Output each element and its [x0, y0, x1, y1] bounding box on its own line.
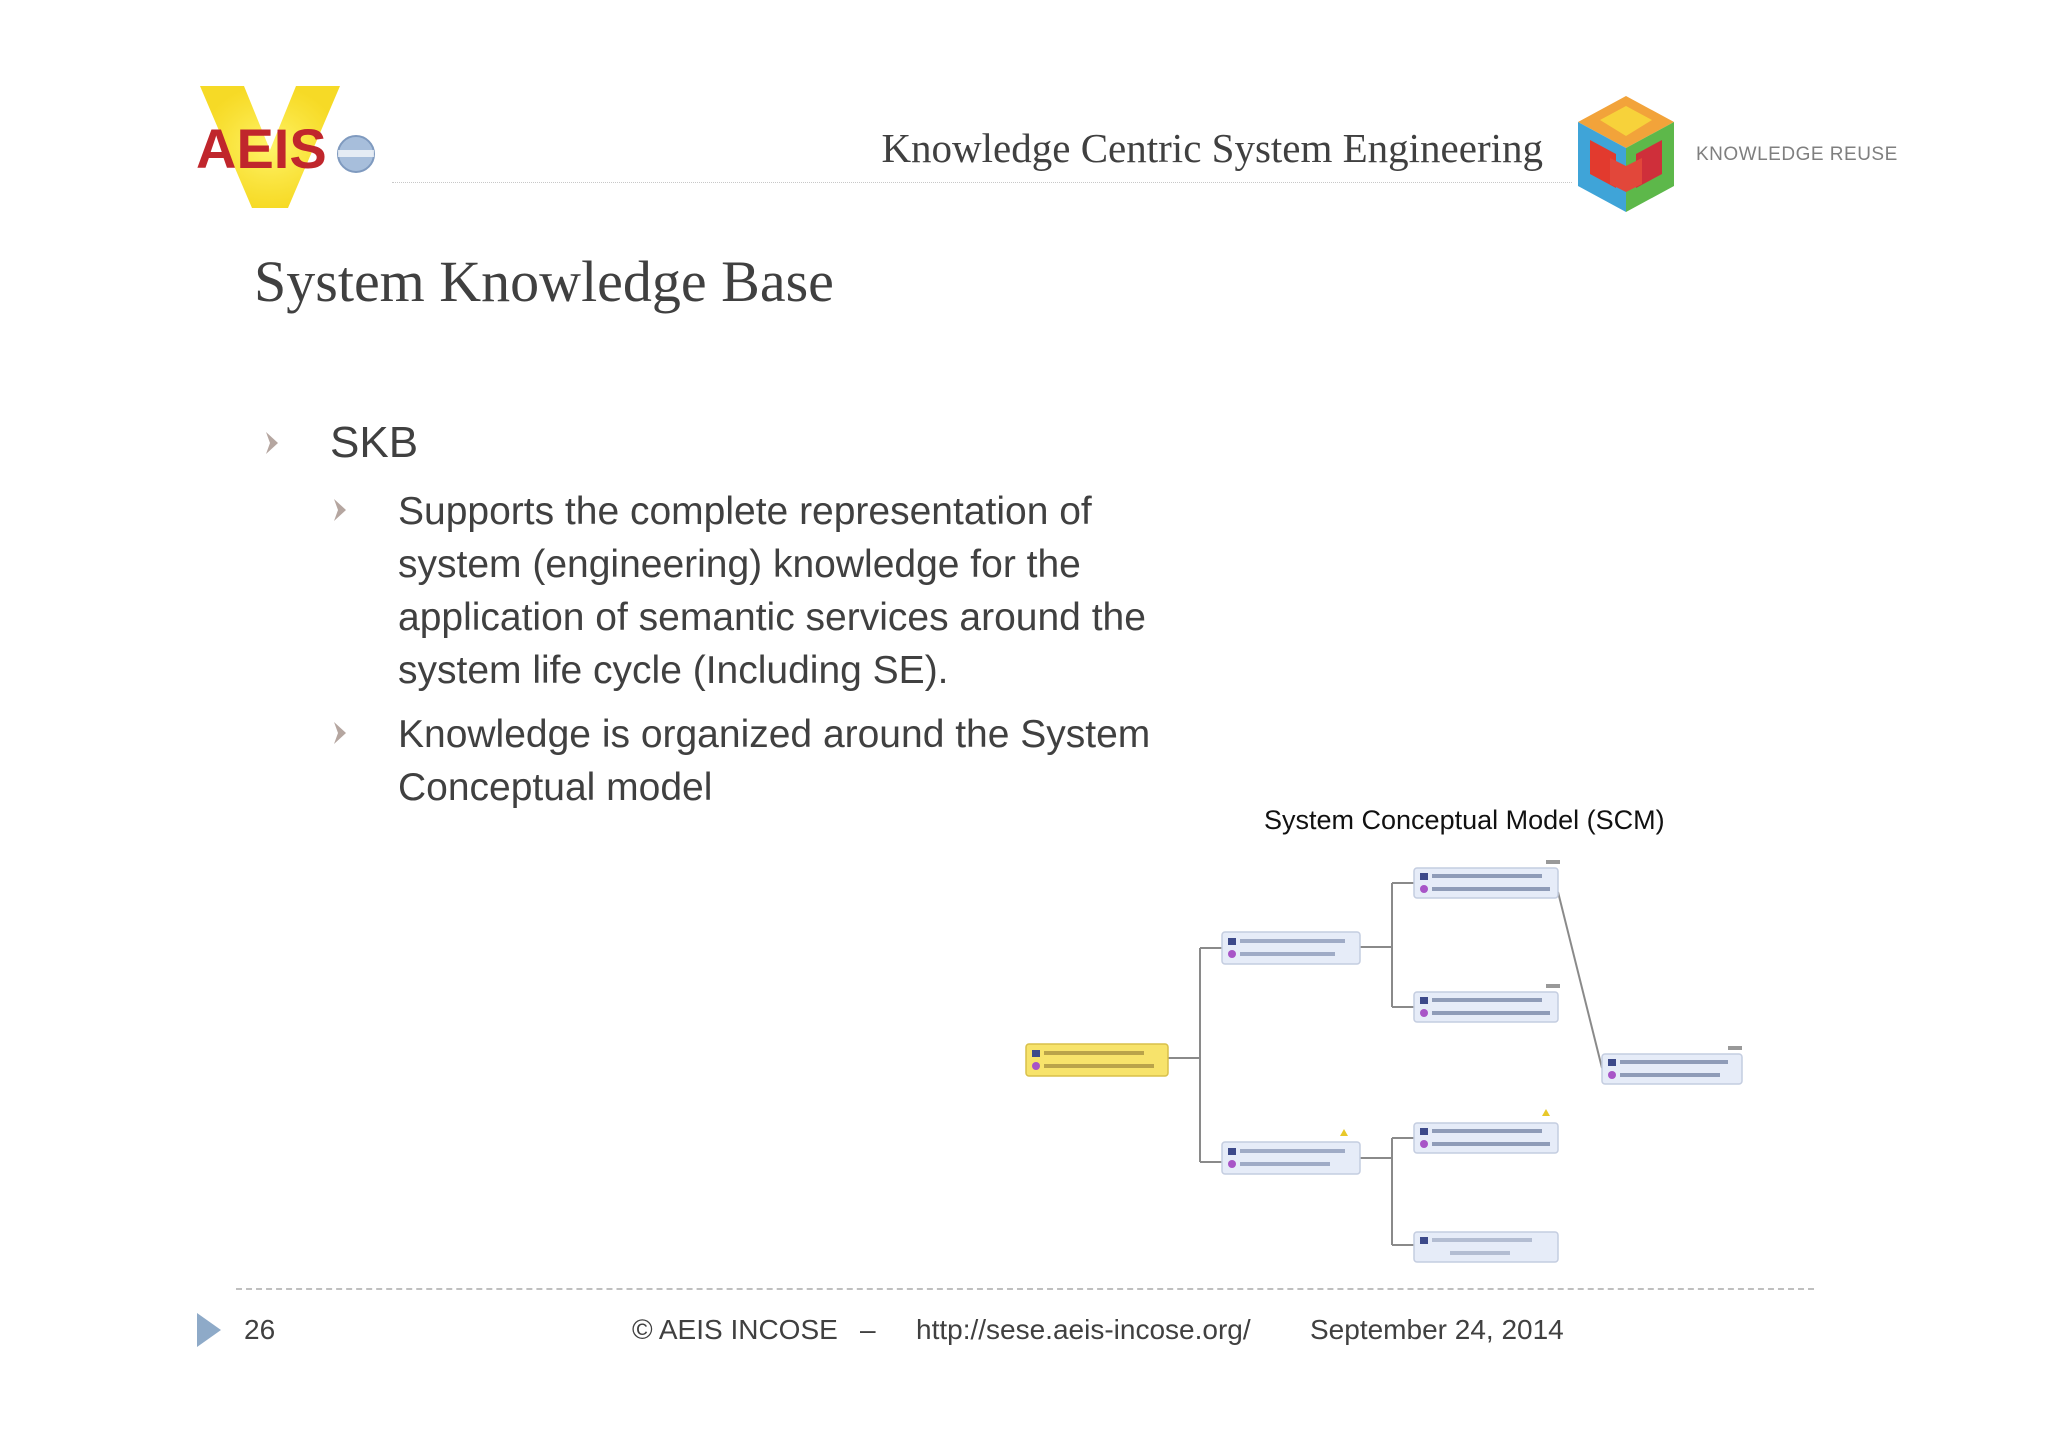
- sub-bullet-supports: Supports the complete representation of …: [398, 490, 1146, 692]
- sub-bullet-organized: Knowledge is organized around the System…: [398, 713, 1151, 809]
- aeis-logo-text: AEIS: [196, 117, 327, 180]
- scm-node-level2-b: [1413, 984, 1560, 1023]
- bullet-skb: SKB: [330, 418, 419, 467]
- knowledge-reuse-logo-text: KNOWLEDGE REUSE: [1696, 144, 1898, 165]
- footer-arrow-icon: [197, 1313, 221, 1347]
- scm-node-level2-c: [1413, 1109, 1559, 1154]
- page-number: 26: [244, 1314, 276, 1345]
- footer-dash: –: [860, 1314, 876, 1345]
- sub-bullet-arrow-icon: [334, 722, 346, 744]
- footer-url[interactable]: http://sese.aeis-incose.org/: [916, 1314, 1251, 1345]
- footer-divider: [236, 1288, 1814, 1290]
- footer-copyright: © AEIS INCOSE: [632, 1314, 838, 1345]
- scm-figure-caption: System Conceptual Model (SCM): [1264, 805, 1665, 835]
- aeis-logo-icon: AEIS: [196, 86, 375, 208]
- sub-bullet-arrow-icon: [334, 499, 346, 521]
- header-title: Knowledge Centric System Engineering: [881, 125, 1543, 171]
- bullet-arrow-icon: [266, 432, 278, 454]
- scm-node-level2-a: [1413, 860, 1560, 899]
- scm-node-level1-top: [1221, 931, 1361, 965]
- scm-tree-diagram: [1025, 860, 1743, 1263]
- knowledge-reuse-cube-icon: [1578, 96, 1674, 212]
- scm-node-level1-bottom: [1221, 1129, 1361, 1175]
- scm-node-level2-d: [1413, 1231, 1559, 1263]
- footer-date: September 24, 2014: [1310, 1314, 1564, 1345]
- header-divider: [392, 182, 1572, 183]
- slide-title: System Knowledge Base: [254, 249, 834, 314]
- scm-node-level3: [1601, 1046, 1743, 1085]
- scm-node-root: [1025, 1043, 1169, 1077]
